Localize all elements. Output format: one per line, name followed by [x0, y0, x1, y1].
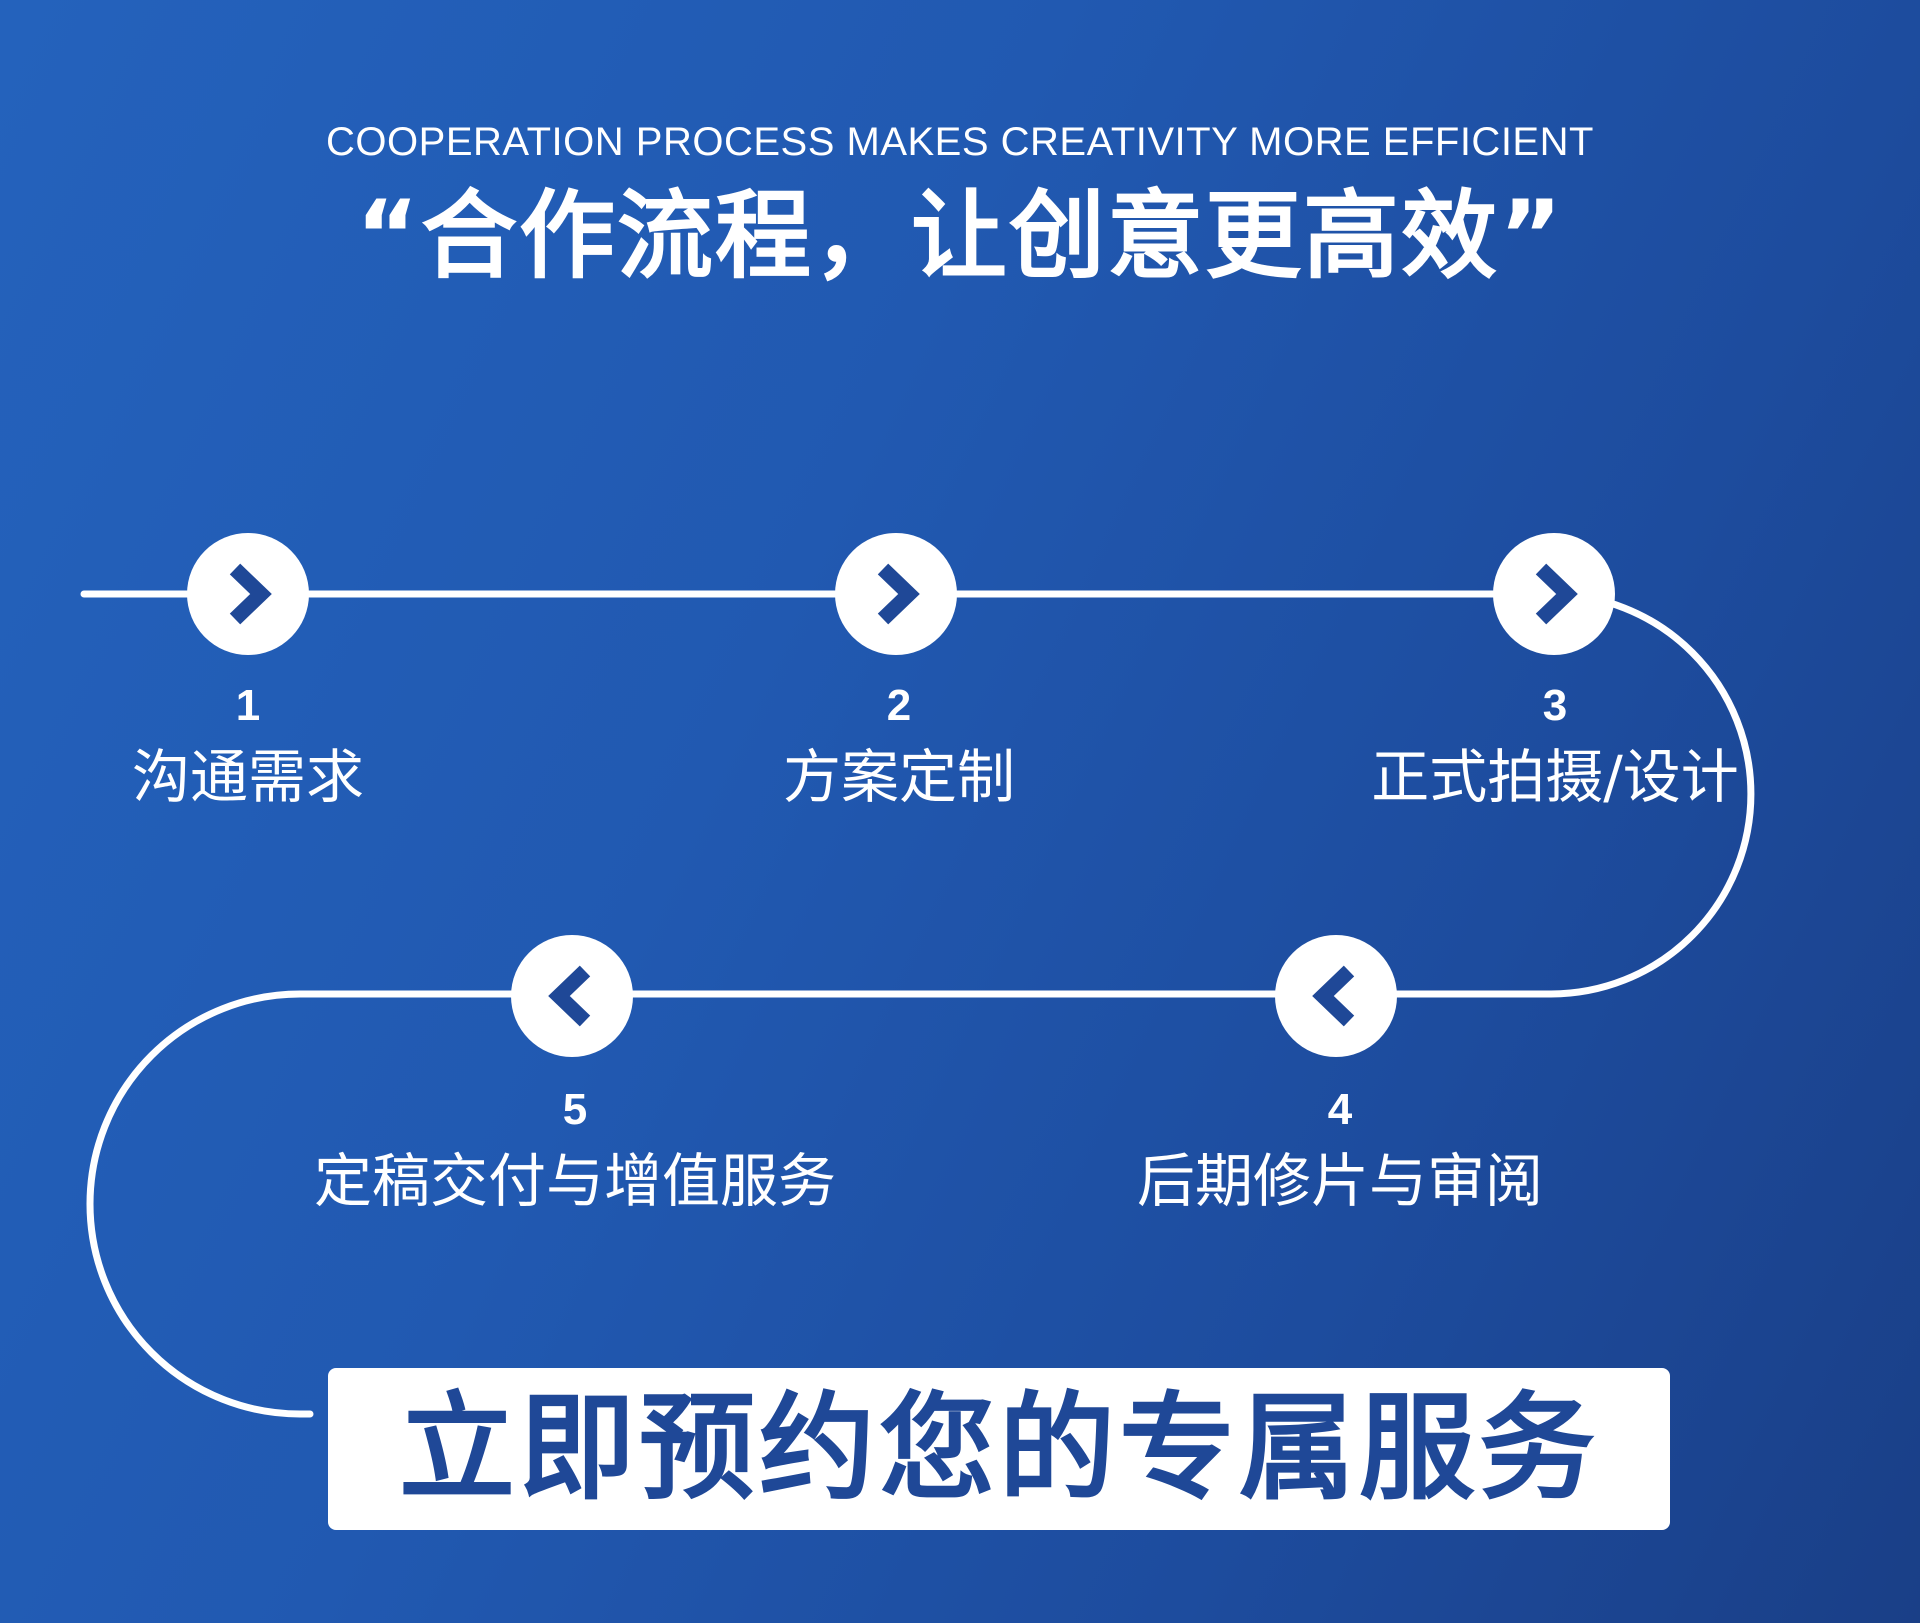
step-3-node	[1493, 533, 1615, 655]
step-2: 2 方案定制	[599, 680, 1199, 812]
page-title: “合作流程，让创意更高效”	[355, 180, 1565, 292]
step-1-node	[187, 533, 309, 655]
chevron-right-icon	[229, 563, 272, 625]
step-1-number: 1	[235, 681, 261, 730]
chevron-left-icon	[1312, 965, 1355, 1027]
step-4-label: 后期修片与审阅	[1136, 1147, 1543, 1215]
step-5-node	[511, 935, 633, 1057]
step-1: 1 沟通需求	[0, 680, 548, 812]
step-4-number: 4	[1327, 1085, 1353, 1134]
book-service-button[interactable]: 立即预约您的专属服务	[328, 1368, 1670, 1530]
step-2-number: 2	[886, 681, 912, 730]
step-5: 5 定稿交付与增值服务	[275, 1084, 875, 1216]
step-4: 4 后期修片与审阅	[1040, 1084, 1640, 1216]
step-3-number: 3	[1542, 681, 1568, 730]
chevron-left-icon	[548, 965, 591, 1027]
step-2-label: 方案定制	[782, 743, 1015, 811]
step-3-label: 正式拍摄/设计	[1371, 743, 1739, 811]
chevron-right-icon	[1535, 563, 1578, 625]
step-2-node	[835, 533, 957, 655]
step-1-label: 沟通需求	[131, 743, 364, 811]
chevron-right-icon	[877, 563, 920, 625]
step-5-number: 5	[562, 1085, 588, 1134]
step-3: 3 正式拍摄/设计	[1255, 680, 1855, 812]
header-eyebrow: COOPERATION PROCESS MAKES CREATIVITY MOR…	[326, 120, 1594, 164]
step-4-node	[1275, 935, 1397, 1057]
step-5-label: 定稿交付与增值服务	[313, 1147, 836, 1215]
book-service-label: 立即预约您的专属服务	[399, 1381, 1599, 1516]
